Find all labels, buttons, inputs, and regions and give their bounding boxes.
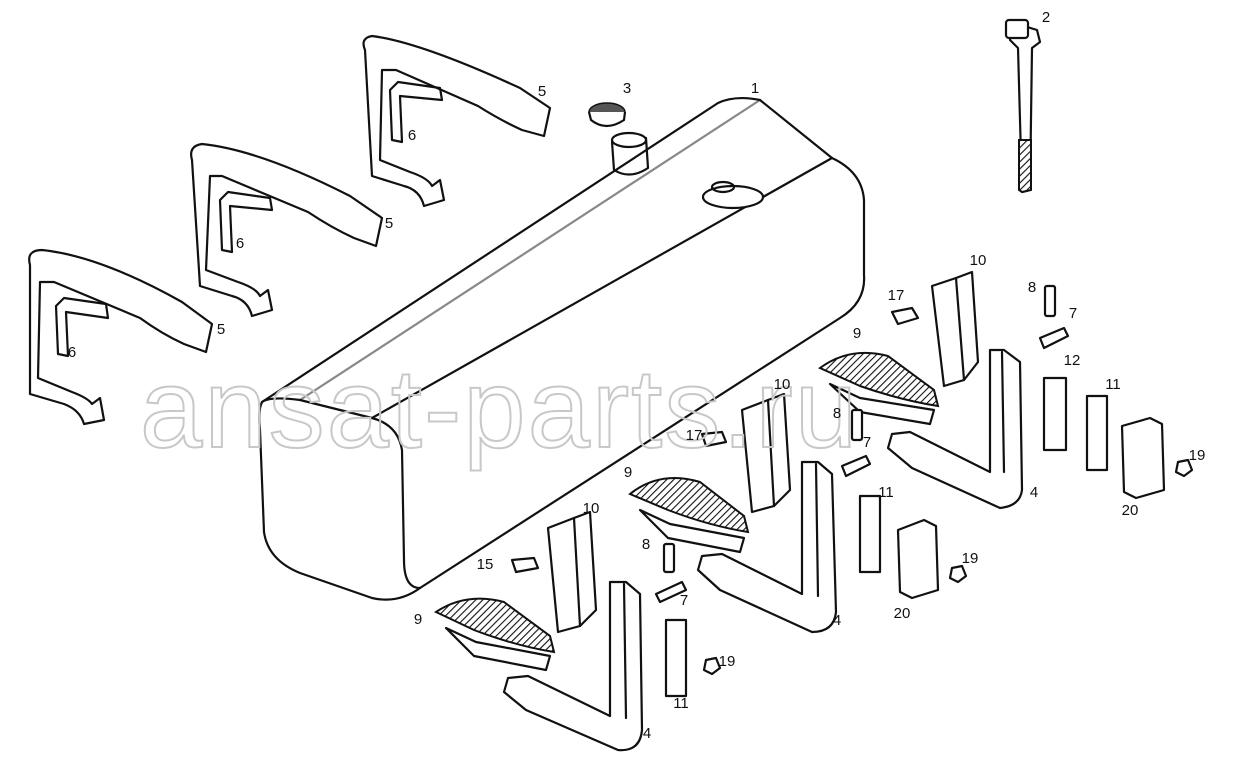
callout-17: 17: [686, 427, 703, 444]
callout-5: 5: [385, 215, 393, 232]
filler-cap: [587, 102, 627, 128]
callout-12: 12: [1064, 352, 1081, 369]
callout-7: 7: [1069, 305, 1077, 322]
callout-3: 3: [623, 80, 631, 97]
rubber-pads: [433, 351, 940, 672]
watermark: ansat-parts.ru: [140, 346, 859, 471]
callout-17: 17: [888, 287, 905, 304]
fuel-tank: [258, 96, 866, 601]
callout-19: 19: [962, 550, 979, 567]
callout-4: 4: [1030, 484, 1038, 501]
callout-11: 11: [1105, 376, 1121, 393]
callout-4: 4: [833, 612, 841, 629]
callout-1: 1: [751, 80, 759, 97]
callout-6: 6: [68, 344, 76, 361]
callout-8: 8: [1028, 279, 1036, 296]
callout-10: 10: [774, 376, 791, 393]
callout-7: 7: [680, 592, 688, 609]
callout-8: 8: [642, 536, 650, 553]
long-bolt: [1004, 18, 1042, 194]
callout-8: 8: [833, 405, 841, 422]
callout-20: 20: [1122, 502, 1139, 519]
callout-4: 4: [643, 725, 651, 742]
callout-11: 11: [673, 695, 689, 712]
callout-5: 5: [538, 83, 546, 100]
callout-10: 10: [970, 252, 987, 269]
callout-11: 11: [878, 484, 894, 501]
small-hardware: [510, 284, 1194, 698]
tank-straps: [28, 34, 552, 426]
callout-6: 6: [236, 235, 244, 252]
callout-19: 19: [1189, 447, 1206, 464]
callout-10: 10: [583, 500, 600, 517]
support-brackets: [502, 348, 1024, 752]
callout-20: 20: [894, 605, 911, 622]
callout-6: 6: [408, 127, 416, 144]
callout-9: 9: [414, 611, 422, 628]
clamp-plates: [546, 270, 980, 634]
callout-15: 15: [477, 556, 494, 573]
callout-7: 7: [863, 434, 871, 451]
callout-9: 9: [853, 325, 861, 342]
callout-9: 9: [624, 464, 632, 481]
callout-2: 2: [1042, 9, 1050, 26]
callout-5: 5: [217, 321, 225, 338]
callout-19: 19: [719, 653, 736, 670]
